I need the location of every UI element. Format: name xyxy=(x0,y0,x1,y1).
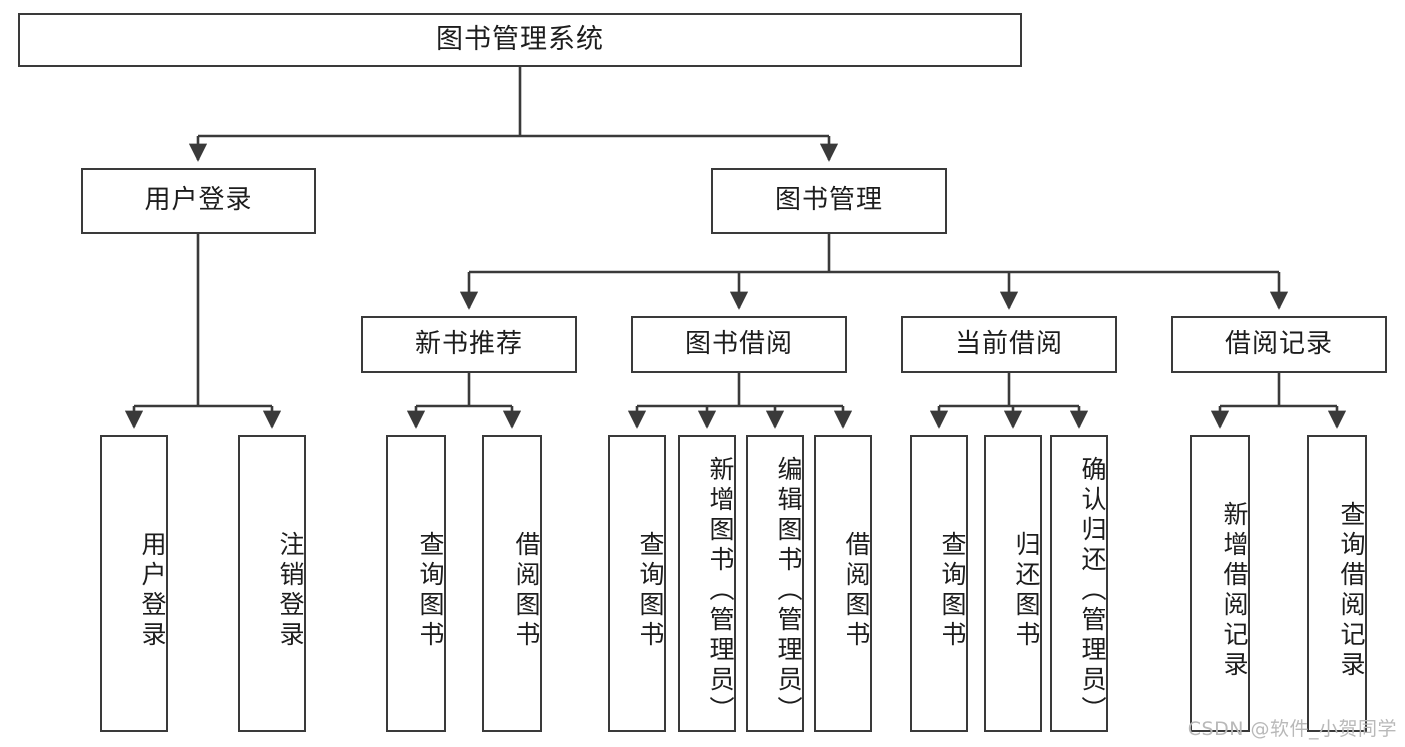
leaf-node[interactable]: 确认归还（管理员） xyxy=(1050,435,1108,732)
leaf-node-label: 注销登录 xyxy=(276,530,305,651)
leaf-node-label: 借阅图书 xyxy=(512,530,541,651)
leaf-node-label: 新增图书（管理员） xyxy=(706,455,735,726)
leaf-node[interactable]: 注销登录 xyxy=(238,435,306,732)
watermark: CSDN @软件_小贺同学 xyxy=(1187,718,1397,740)
node-new-book-recommend[interactable]: 新书推荐 xyxy=(361,316,577,373)
leaf-node-label: 借阅图书 xyxy=(842,530,871,651)
leaf-node-label: 查询图书 xyxy=(636,530,665,651)
node-root-system[interactable]: 图书管理系统 xyxy=(18,13,1022,67)
leaf-node[interactable]: 查询图书 xyxy=(608,435,666,732)
leaf-node[interactable]: 用户登录 xyxy=(100,435,168,732)
leaf-node[interactable]: 编辑图书（管理员） xyxy=(746,435,804,732)
leaf-node-label: 归还图书 xyxy=(1012,530,1041,651)
leaf-node-label: 编辑图书（管理员） xyxy=(774,455,803,726)
leaf-node[interactable]: 查询图书 xyxy=(910,435,968,732)
leaf-node-label: 查询图书 xyxy=(416,530,445,651)
leaf-node[interactable]: 新增图书（管理员） xyxy=(678,435,736,732)
node-borrow-record[interactable]: 借阅记录 xyxy=(1171,316,1387,373)
leaf-node-label: 用户登录 xyxy=(138,530,167,651)
node-book-borrow[interactable]: 图书借阅 xyxy=(631,316,847,373)
node-book-management[interactable]: 图书管理 xyxy=(711,168,947,234)
leaf-node-label: 查询图书 xyxy=(938,530,967,651)
leaf-node[interactable]: 查询图书 xyxy=(386,435,446,732)
leaf-node[interactable]: 查询借阅记录 xyxy=(1307,435,1367,732)
node-user-login[interactable]: 用户登录 xyxy=(81,168,316,234)
leaf-node[interactable]: 借阅图书 xyxy=(814,435,872,732)
leaf-node-label: 新增借阅记录 xyxy=(1220,500,1249,681)
leaf-node-label: 确认归还（管理员） xyxy=(1078,455,1107,726)
node-current-borrow[interactable]: 当前借阅 xyxy=(901,316,1117,373)
leaf-node[interactable]: 借阅图书 xyxy=(482,435,542,732)
leaf-node-label: 查询借阅记录 xyxy=(1337,500,1366,681)
leaf-node[interactable]: 新增借阅记录 xyxy=(1190,435,1250,732)
leaf-node[interactable]: 归还图书 xyxy=(984,435,1042,732)
